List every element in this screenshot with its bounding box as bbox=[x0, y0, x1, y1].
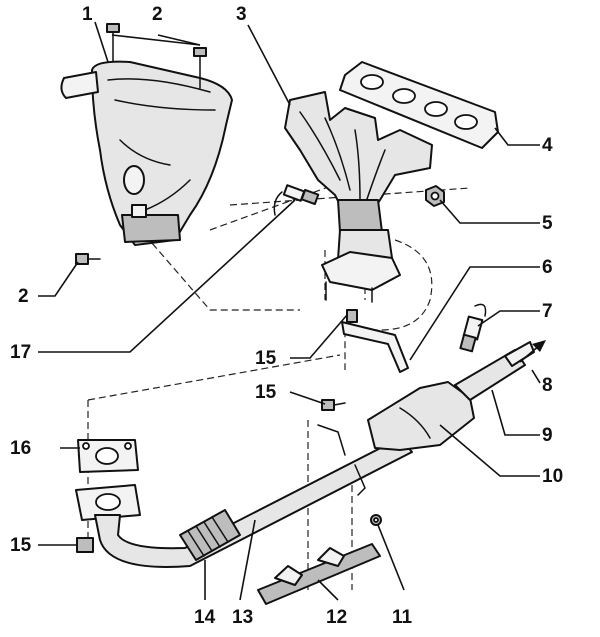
direction-arrow-icon bbox=[519, 340, 546, 363]
callout-4: 4 bbox=[542, 135, 553, 156]
callout-17: 17 bbox=[10, 342, 31, 363]
callout-1: 1 bbox=[82, 4, 93, 25]
callout-7: 7 bbox=[542, 301, 553, 322]
catalytic-converter bbox=[367, 381, 475, 451]
front-exhaust-pipe bbox=[75, 437, 413, 568]
callout-12: 12 bbox=[326, 607, 347, 628]
callout-14: 14 bbox=[194, 607, 216, 628]
callout-15-bottom: 15 bbox=[10, 535, 32, 556]
callout-13: 13 bbox=[232, 607, 253, 628]
callout-labels: 1 2 2 3 4 5 6 7 8 9 10 11 12 13 14 15 15… bbox=[10, 4, 563, 628]
upper-catalytic-converter bbox=[321, 229, 401, 303]
upper-oxygen-sensor bbox=[273, 184, 320, 216]
callout-15-top: 15 bbox=[255, 348, 277, 369]
callout-10: 10 bbox=[542, 466, 563, 487]
flex-bellows bbox=[179, 509, 241, 561]
callout-16: 16 bbox=[10, 438, 31, 459]
flange-gasket bbox=[77, 439, 139, 473]
mounting-bracket bbox=[257, 543, 381, 605]
callout-15-mid: 15 bbox=[255, 382, 277, 403]
tail-pipe bbox=[454, 341, 535, 401]
callout-6: 6 bbox=[542, 257, 553, 278]
heat-shield bbox=[60, 60, 233, 246]
exhaust-manifold bbox=[284, 91, 433, 233]
callout-5: 5 bbox=[542, 213, 553, 234]
callout-9: 9 bbox=[542, 425, 553, 446]
leader-lines bbox=[38, 21, 541, 601]
callout-8: 8 bbox=[542, 375, 553, 396]
callout-2-left: 2 bbox=[18, 286, 29, 307]
nut-icon bbox=[425, 185, 445, 207]
lower-oxygen-sensor bbox=[459, 303, 487, 353]
bolt-icon bbox=[75, 23, 207, 265]
hanger-rods bbox=[317, 424, 366, 496]
callout-2-top: 2 bbox=[152, 4, 163, 25]
nut-icon bbox=[370, 514, 382, 526]
callout-11: 11 bbox=[392, 607, 413, 628]
support-bracket bbox=[341, 309, 409, 373]
callout-3: 3 bbox=[236, 4, 247, 25]
